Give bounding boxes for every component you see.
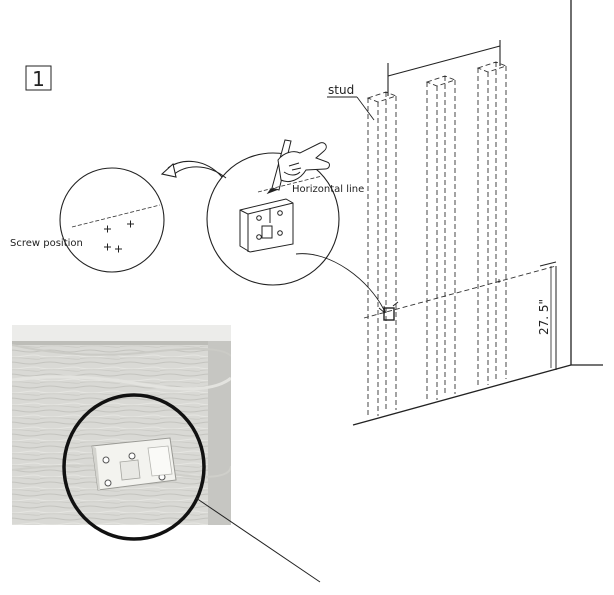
curved-arrow-icon: [160, 160, 227, 179]
bracket-detail-circle: Horizontal line: [206, 139, 364, 286]
studs: [366, 61, 508, 416]
stud-label-group: stud: [327, 83, 375, 121]
wall-outline: [352, 0, 603, 426]
photo-bracket: [91, 437, 177, 491]
height-dimension: 27. 5": [537, 266, 552, 368]
bracket-icon: [239, 198, 294, 253]
screw-position-circle: Screw position: [10, 167, 165, 273]
photo-leader-line: [195, 497, 321, 583]
height-dimension-label: 27. 5": [537, 299, 551, 335]
hand-with-pen-icon: [266, 139, 330, 195]
photo-highlight-circle: [62, 393, 206, 541]
stud-spacing-dimension: [387, 40, 501, 96]
screw-marks: [104, 220, 134, 253]
horizontal-line-label: Horizontal line: [292, 184, 364, 195]
step-number: 1: [32, 67, 45, 91]
step-number-box: 1: [25, 65, 52, 91]
leader-arrowhead: [378, 305, 386, 314]
screw-position-label: Screw position: [10, 238, 83, 249]
stud-label: stud: [328, 83, 354, 97]
detail-leader-line: [295, 253, 386, 313]
photo-inset: [12, 325, 321, 583]
horizontal-line-on-wall: [363, 261, 557, 370]
